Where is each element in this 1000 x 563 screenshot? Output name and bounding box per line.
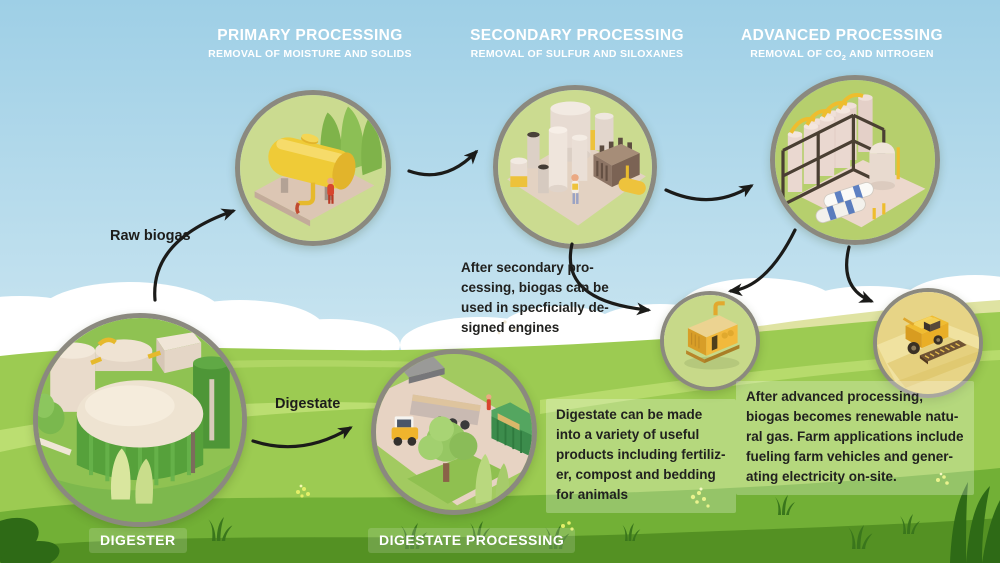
combine-harvester-illustration (877, 292, 979, 394)
digestate-truck-illustration (376, 354, 532, 510)
scrubber-unit (593, 137, 640, 188)
tree (418, 416, 478, 482)
worker-figure (571, 174, 579, 204)
dome-tank (869, 142, 900, 191)
harvester-circle (873, 288, 983, 398)
digester-illustration (38, 318, 242, 522)
advanced-processing-header: ADVANCED PROCESSING REMOVAL OF CO2 AND N… (677, 27, 1000, 62)
membrane-units (815, 182, 886, 223)
primary-processing-subtitle: REMOVAL OF MOISTURE AND SOLIDS (208, 48, 412, 60)
small-trees (110, 448, 154, 504)
corner-foliage (0, 482, 1000, 563)
secondary-processing-subtitle: REMOVAL OF SULFUR AND SILOXANES (470, 48, 684, 60)
secondary-processing-header: SECONDARY PROCESSING REMOVAL OF SULFUR A… (412, 27, 742, 60)
digester-circle (33, 313, 247, 527)
secondary-processing-circle (493, 85, 657, 249)
engine-note: After secondary pro- cessing, biogas can… (461, 260, 609, 335)
primary-processing-title: PRIMARY PROCESSING (217, 27, 403, 44)
digester-caption: DIGESTER (89, 528, 187, 553)
subtitle-prefix: REMOVAL OF CO (750, 48, 842, 60)
biogas-engine-illustration (664, 295, 756, 387)
raw-biogas-label: Raw biogas (110, 228, 191, 244)
digestate-processing-caption: DIGESTATE PROCESSING (368, 528, 576, 553)
advanced-processing-subtitle: REMOVAL OF CO2 AND NITROGEN (677, 48, 1000, 62)
digestate-note: Digestate can be made into a variety of … (546, 399, 736, 513)
storage-tank-illustration (240, 95, 386, 241)
yellow-tank (268, 133, 356, 190)
vessel-rack-illustration (775, 80, 935, 240)
generator-box (687, 301, 738, 356)
worker-figure (327, 177, 335, 204)
engine-circle (660, 291, 760, 391)
advanced-note: After advanced processing, biogas become… (736, 381, 974, 495)
digestate-processing-circle (371, 349, 537, 515)
secondary-processing-title: SECONDARY PROCESSING (470, 27, 684, 44)
primary-processing-circle (235, 90, 391, 246)
main-digester-tank (76, 380, 204, 488)
storage-bunker (491, 402, 532, 457)
worker-figure (486, 394, 492, 411)
advanced-processing-title: ADVANCED PROCESSING (741, 27, 943, 44)
subtitle-suffix: AND NITROGEN (846, 48, 934, 60)
advanced-processing-circle (770, 75, 940, 245)
co2-subscript: 2 (841, 53, 847, 63)
combine-harvester (902, 315, 967, 365)
primary-processing-header: PRIMARY PROCESSING REMOVAL OF MOISTURE A… (145, 27, 475, 60)
gas-cleaning-plant-illustration (498, 90, 652, 244)
digestate-label: Digestate (275, 396, 341, 412)
